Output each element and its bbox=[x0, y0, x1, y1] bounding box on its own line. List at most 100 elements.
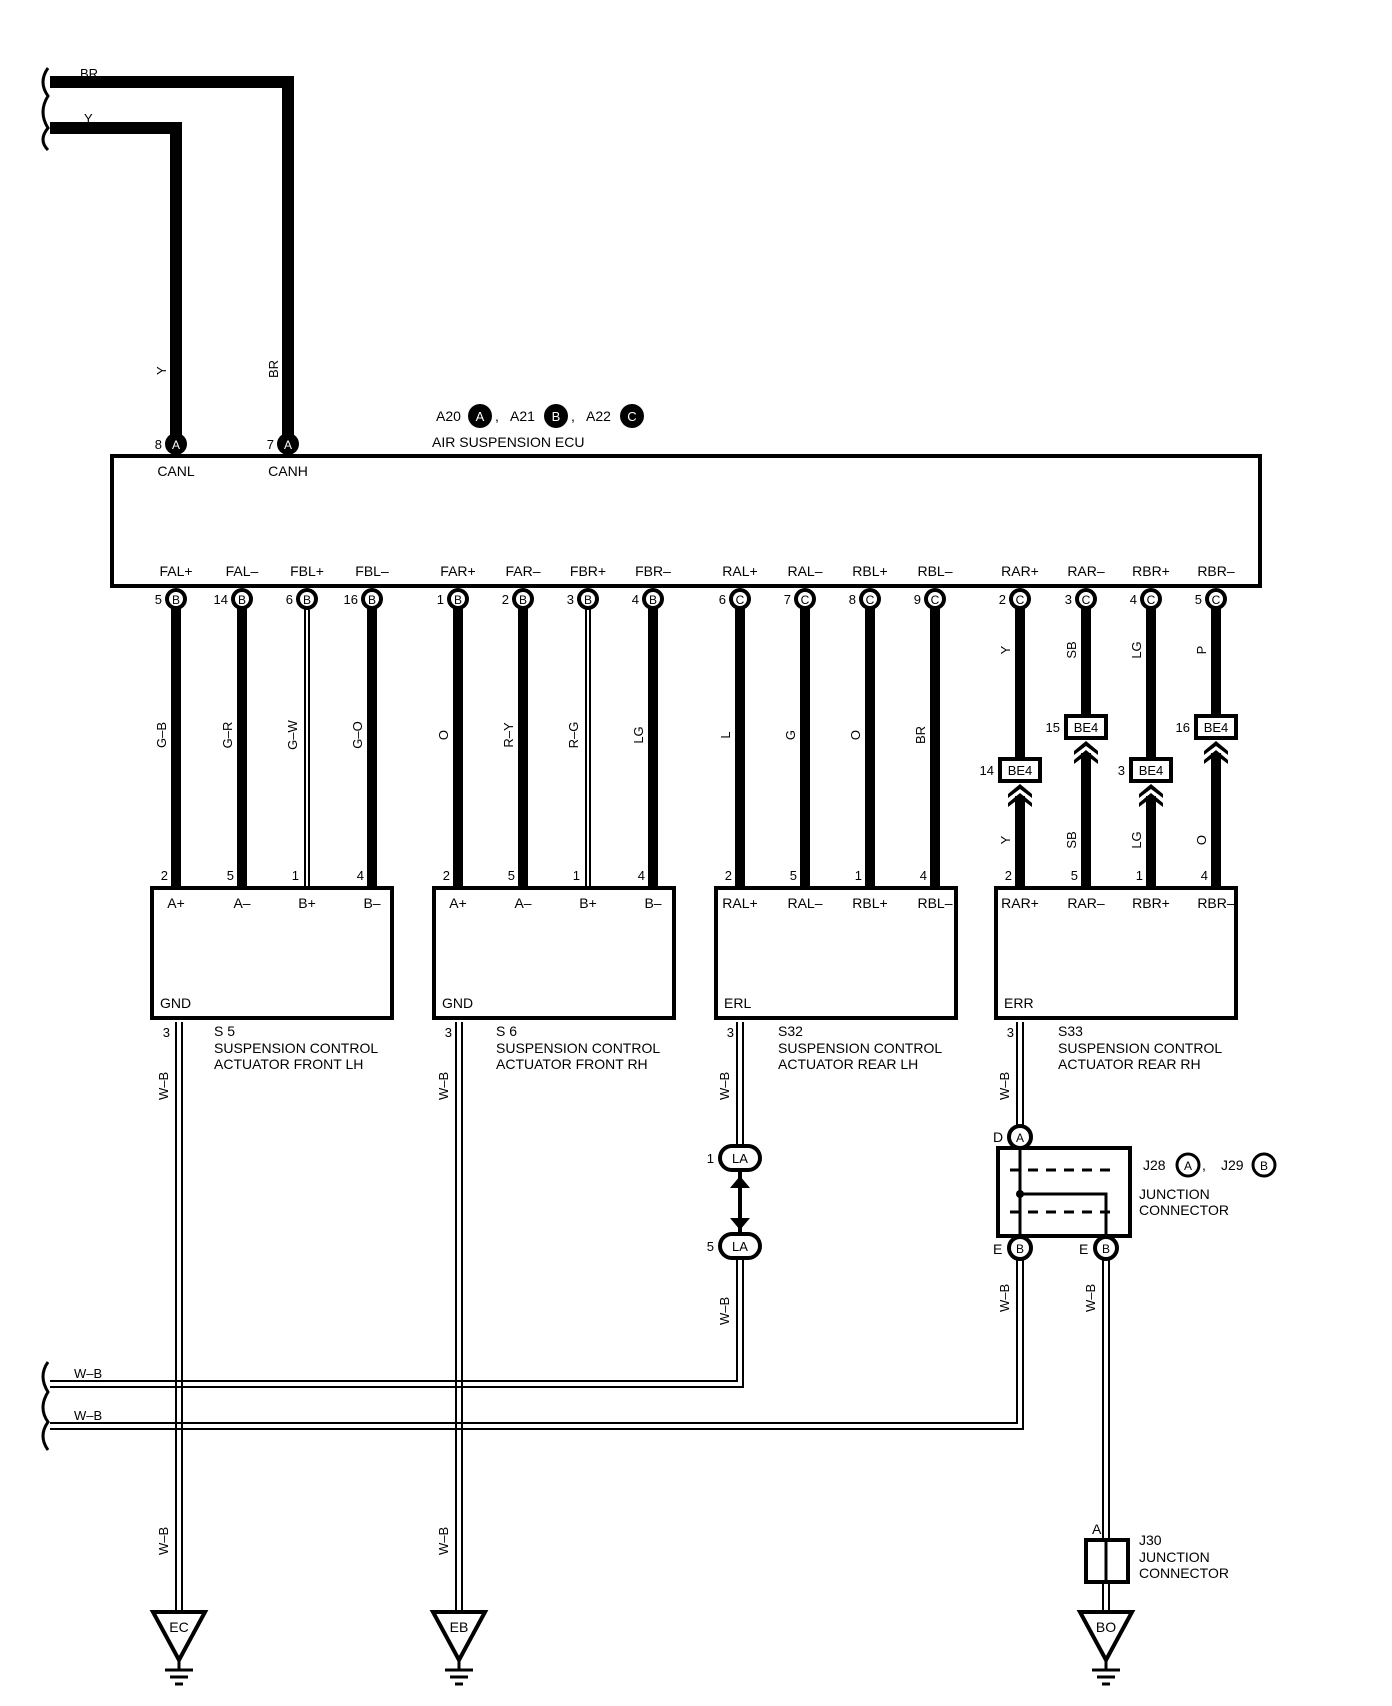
j30-pin: A bbox=[1092, 1521, 1102, 1537]
svg-text:A: A bbox=[1184, 1159, 1192, 1173]
wire-color-j28-right: W–B bbox=[1083, 1284, 1098, 1312]
wire-color-rar-plus: Y bbox=[998, 645, 1013, 654]
actuator-gnd-label: ERL bbox=[724, 995, 751, 1011]
actuator-pin-number: 1 bbox=[573, 868, 580, 883]
ecu-pin-ral-plus: 6 bbox=[719, 592, 726, 607]
svg-text:B: B bbox=[172, 593, 180, 607]
actuator-gnd-pin: 3 bbox=[445, 1025, 452, 1040]
j28-id: J28 bbox=[1143, 1157, 1166, 1173]
actuator-name-1: SUSPENSION CONTROL bbox=[214, 1040, 378, 1056]
actuator-pin-number: 1 bbox=[855, 868, 862, 883]
wire-color-s32-upper: W–B bbox=[717, 1072, 732, 1100]
ecu-label-fal-minus: FAL– bbox=[226, 563, 259, 579]
actuator-box bbox=[994, 886, 1238, 1020]
actuator-pin-label: A+ bbox=[449, 895, 467, 911]
svg-text:C: C bbox=[736, 593, 745, 607]
wire-color-canh: BR bbox=[266, 360, 281, 378]
wire-color-ral-plus: L bbox=[718, 731, 733, 738]
svg-text:B: B bbox=[1102, 1242, 1110, 1256]
j28-pin-e2: E bbox=[1079, 1241, 1088, 1257]
actuator-pin-label: RBL– bbox=[917, 895, 952, 911]
j28-name-1: JUNCTION bbox=[1139, 1186, 1210, 1202]
svg-text:B: B bbox=[1016, 1242, 1024, 1256]
svg-text:B: B bbox=[519, 593, 527, 607]
actuator-pin-label: RAL+ bbox=[722, 895, 757, 911]
ecu-label-rar-plus: RAR+ bbox=[1001, 563, 1039, 579]
actuator-gnd-pin: 3 bbox=[163, 1025, 170, 1040]
wire-s32-to-harness-b bbox=[50, 1256, 744, 1388]
actuator-box bbox=[150, 886, 394, 1020]
be4-lower-color: O bbox=[1194, 835, 1209, 845]
j28-pin-e1: E bbox=[993, 1241, 1002, 1257]
actuator-pin-number: 5 bbox=[227, 868, 234, 883]
ecu-id-a: A20 bbox=[436, 408, 461, 424]
actuator-gnd-pin: 3 bbox=[727, 1025, 734, 1040]
actuator-pin-number: 2 bbox=[725, 868, 732, 883]
ground-earth-icon bbox=[445, 1668, 473, 1686]
wire-color-rbl-minus: BR bbox=[913, 726, 928, 744]
svg-text:C: C bbox=[1016, 593, 1025, 607]
ground-triangle-icon bbox=[149, 1610, 209, 1665]
svg-text:C: C bbox=[801, 593, 810, 607]
actuator-pin-number: 4 bbox=[1201, 868, 1208, 883]
ground-earth-icon bbox=[1092, 1668, 1120, 1686]
ecu-id-b: A21 bbox=[510, 408, 535, 424]
ecu-pin-fbl-plus: 6 bbox=[286, 592, 293, 607]
actuator-pin-label: B– bbox=[644, 895, 661, 911]
j28-badge-e2 bbox=[1093, 1235, 1119, 1261]
actuator-gnd-label: GND bbox=[160, 995, 191, 1011]
svg-text:B: B bbox=[584, 593, 592, 607]
be4-box bbox=[1064, 714, 1108, 740]
actuator-pin-number: 4 bbox=[920, 868, 927, 883]
ground-ec: EC bbox=[149, 1610, 209, 1686]
wire-canl bbox=[50, 122, 182, 444]
svg-text:A: A bbox=[476, 409, 485, 424]
actuator-name-1: SUSPENSION CONTROL bbox=[1058, 1040, 1222, 1056]
ecu-label-ral-plus: RAL+ bbox=[722, 563, 757, 579]
wire-color-fbl-plus: G–W bbox=[285, 719, 300, 749]
actuator-pin-label: RBL+ bbox=[852, 895, 887, 911]
be4-pin: 16 bbox=[1176, 720, 1190, 735]
ground-triangle-icon bbox=[1076, 1610, 1136, 1665]
actuator-pin-label: RAR+ bbox=[1001, 895, 1039, 911]
ecu-name: AIR SUSPENSION ECU bbox=[432, 434, 584, 450]
be4-label: BE4 bbox=[1139, 763, 1164, 778]
wire-s32-to-harness-a bbox=[50, 1256, 738, 1382]
svg-text:C: C bbox=[1082, 593, 1091, 607]
actuator-pin-number: 4 bbox=[357, 868, 364, 883]
ecu-label-rbl-minus: RBL– bbox=[917, 563, 952, 579]
harness-break-bottom bbox=[41, 1361, 50, 1451]
ecu-badge-b bbox=[544, 404, 568, 428]
svg-text:B: B bbox=[238, 593, 246, 607]
svg-text:B: B bbox=[454, 593, 462, 607]
ecu-pin-far-plus: 1 bbox=[437, 592, 444, 607]
actuator-pin-number: 2 bbox=[161, 868, 168, 883]
wire-color-canl: Y bbox=[154, 366, 169, 375]
ecu-pin-far-minus: 2 bbox=[502, 592, 509, 607]
wire-j28-to-harness-a bbox=[50, 1250, 1018, 1424]
ecu-label-far-plus: FAR+ bbox=[440, 563, 475, 579]
be4-pin: 3 bbox=[1118, 763, 1125, 778]
la-pin-bottom: 5 bbox=[707, 1239, 714, 1254]
be4-chevron-icon bbox=[1139, 784, 1163, 798]
wire-color-la-lower: W–B bbox=[717, 1297, 732, 1325]
actuator-pin-label: A– bbox=[233, 895, 250, 911]
wire-j28-to-harness-b bbox=[50, 1250, 1024, 1430]
ecu-label-canh: CANH bbox=[268, 463, 308, 479]
actuator-pin-number: 5 bbox=[508, 868, 515, 883]
ecu-label-rbr-minus: RBR– bbox=[1197, 563, 1235, 579]
wire-color-ec: W–B bbox=[156, 1527, 171, 1555]
be4-pin: 14 bbox=[980, 763, 994, 778]
wire-color-eb: W–B bbox=[436, 1527, 451, 1555]
svg-text:B: B bbox=[368, 593, 376, 607]
actuator-pin-label: RAL– bbox=[787, 895, 822, 911]
j28-junction-connector: D A E B E B J28 A , J29 B JUNCTION CONNE… bbox=[993, 1124, 1277, 1261]
j30-name-2: CONNECTOR bbox=[1139, 1565, 1229, 1581]
ecu-pin-badge-canh bbox=[277, 433, 299, 455]
wire-color-rbr-plus: LG bbox=[1129, 641, 1144, 658]
wire-canh bbox=[50, 76, 294, 444]
